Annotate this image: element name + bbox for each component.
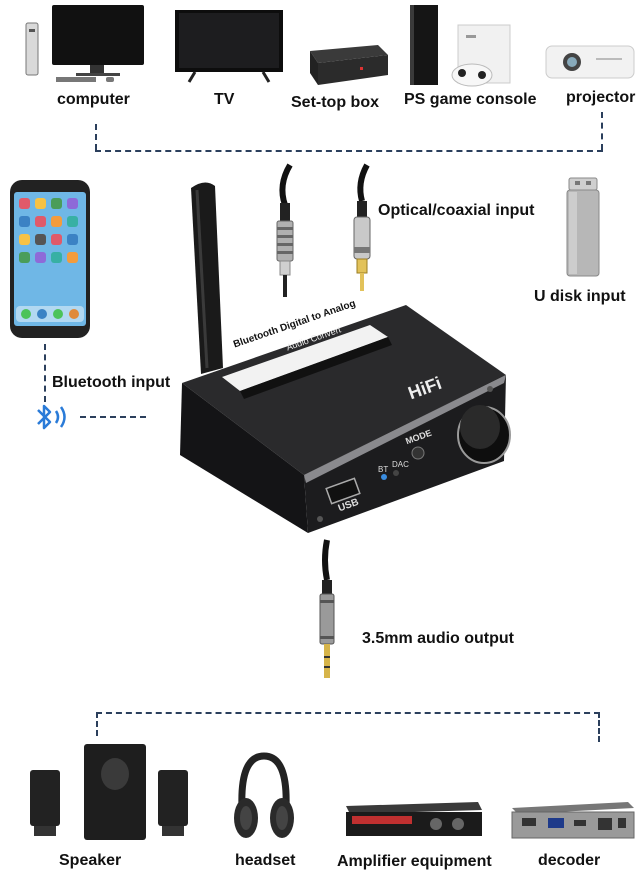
tv-label: TV [214,91,235,108]
dac-device-image [180,305,511,533]
audio-output-label: 3.5mm audio output [362,630,514,647]
bluetooth-input-label: Bluetooth input [52,374,171,391]
device-bt-label: BT [378,465,389,474]
top-dash-line [95,150,603,152]
amplifier-image [346,802,482,836]
headset-label: headset [235,852,296,869]
bottom-dash-right [598,712,600,742]
phone-image [10,180,90,338]
top-dash-right [601,112,603,150]
amplifier-label: Amplifier equipment [337,853,492,870]
audio-cable-image [319,539,335,678]
projector-label: projector [566,89,636,106]
antenna-image [191,182,223,374]
projector-image [545,45,635,79]
device-dac-label: DAC [392,460,409,469]
top-dash-left [95,124,97,150]
bottom-dash-left [96,712,98,736]
decoder-label: decoder [538,852,601,869]
coaxial-cable-image [353,163,371,291]
u-disk-input-label: U disk input [534,288,626,305]
bluetooth-icon [37,404,66,430]
speaker-label: Speaker [59,852,122,869]
optical-cable-image [276,163,294,297]
settop-box-label: Set-top box [291,94,379,111]
bluetooth-dash-horizontal [80,416,146,418]
computer-label: computer [57,91,130,108]
decoder-image [511,802,635,839]
tv-image [175,10,283,83]
ps-console-label: PS game console [404,91,537,108]
bottom-dash-line [96,712,600,714]
computer-image [25,5,144,82]
headset-image [234,752,294,838]
ps-console-image [410,5,511,87]
speaker-image [30,744,188,840]
optical-coaxial-input-label: Optical/coaxial input [378,202,535,219]
u-disk-image [566,177,600,277]
settop-box-image [310,45,388,85]
bluetooth-dash-vertical [44,344,46,402]
